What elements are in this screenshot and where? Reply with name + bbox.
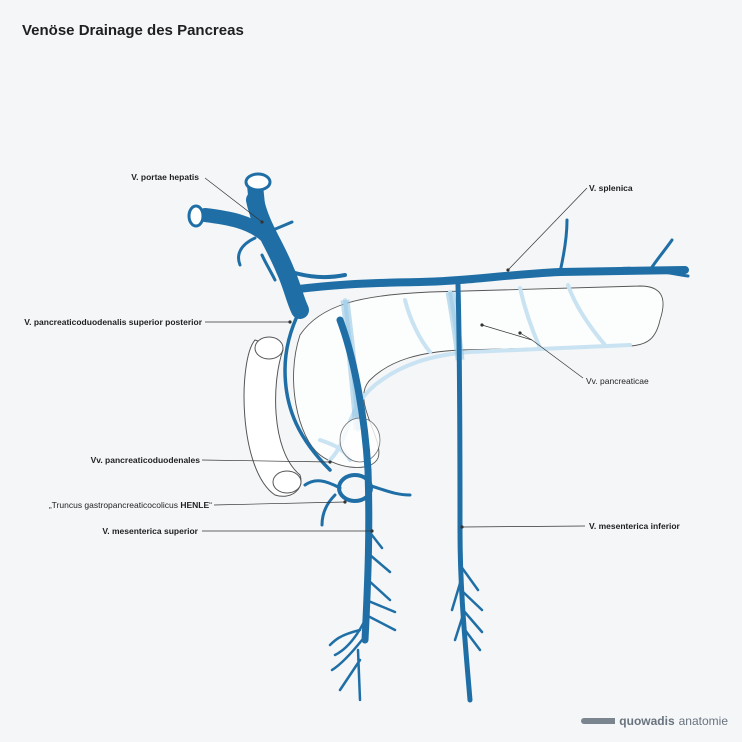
label-henle-prefix: „Truncus gastropancreaticocolicus [48, 500, 181, 510]
label-henle: „Truncus gastropancreaticocolicus HENLE“ [49, 500, 212, 510]
label-henle-suffix: “ [209, 500, 212, 510]
label-mes-inf: V. mesenterica inferior [589, 521, 680, 531]
leader-lines [201, 177, 588, 532]
veins [198, 177, 690, 703]
label-henle-bold: HENLE [180, 500, 210, 510]
label-pancreaticae: Vv. pancreaticae [586, 376, 649, 386]
label-pd: Vv. pancreaticoduodenales [90, 455, 200, 465]
logo-suffix: anatomie [678, 714, 728, 728]
duodenum [243, 336, 302, 497]
brand-logo: quowadis anatomie [581, 714, 728, 728]
label-splenica: V. splenica [589, 183, 633, 193]
page-title: Venöse Drainage des Pancreas [22, 22, 244, 39]
label-pd-sup-post: V. pancreaticoduodenalis superior poster… [24, 317, 202, 327]
logo-brand: quowadis [619, 714, 675, 728]
label-portae: V. portae hepatis [131, 172, 199, 182]
label-mes-sup: V. mesenterica superior [102, 526, 198, 536]
logo-mark-icon [581, 718, 616, 724]
